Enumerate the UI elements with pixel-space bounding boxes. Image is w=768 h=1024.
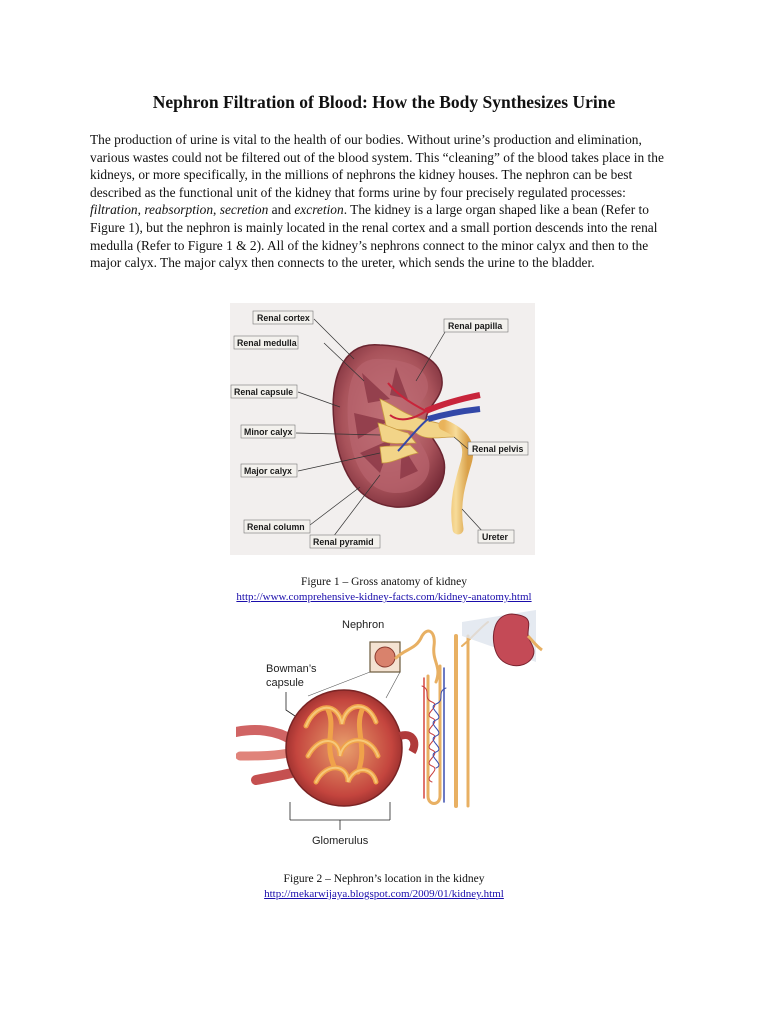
svg-text:Renal papilla: Renal papilla: [448, 321, 502, 331]
paragraph-text-part2: . The kidney is a large organ shaped lik…: [90, 202, 658, 271]
svg-text:Renal cortex: Renal cortex: [257, 313, 310, 323]
intro-paragraph: The production of urine is vital to the …: [90, 131, 680, 272]
svg-text:Renal pyramid: Renal pyramid: [313, 537, 374, 547]
svg-text:Renal capsule: Renal capsule: [234, 387, 293, 397]
kidney-anatomy-figure: Renal cortex Renal medulla Renal capsule…: [230, 303, 535, 555]
label-bowmans-capsule-line1: Bowman’s: [266, 663, 317, 675]
separator: ,: [137, 202, 145, 218]
svg-text:Renal pelvis: Renal pelvis: [472, 444, 523, 454]
label-renal-papilla: Renal papilla: [443, 318, 509, 333]
nephron-tubules: [394, 621, 489, 808]
figure1-source-link[interactable]: http://www.comprehensive-kidney-facts.co…: [236, 591, 532, 603]
svg-text:Renal column: Renal column: [247, 522, 305, 532]
figure1-link-line: http://www.comprehensive-kidney-facts.co…: [0, 591, 768, 603]
ureter-tube: [438, 419, 474, 535]
svg-text:Major calyx: Major calyx: [244, 466, 292, 476]
figure2-source-link[interactable]: http://mekarwijaya.blogspot.com/2009/01/…: [264, 888, 504, 900]
document-title: Nephron Filtration of Blood: How the Bod…: [152, 92, 616, 112]
term-secretion: secretion: [219, 202, 269, 218]
label-renal-medulla: Renal medulla: [233, 335, 299, 350]
figure2-link-line: http://mekarwijaya.blogspot.com/2009/01/…: [0, 888, 768, 900]
paragraph-text-part1: The production of urine is vital to the …: [90, 132, 664, 200]
label-major-calyx: Major calyx: [240, 463, 298, 478]
term-excretion: excretion: [294, 202, 344, 218]
svg-text:Minor calyx: Minor calyx: [244, 427, 293, 437]
svg-text:Ureter: Ureter: [482, 532, 508, 542]
renal-artery: [424, 392, 481, 414]
renal-vein: [427, 406, 481, 422]
label-ureter: Ureter: [477, 529, 515, 544]
figure2-caption: Figure 2 – Nephron’s location in the kid…: [283, 873, 485, 885]
nephron-figure: Nephron Bowman’s capsule Glomerulus: [236, 610, 543, 847]
label-renal-column: Renal column: [243, 519, 311, 534]
separator: ,: [213, 202, 220, 218]
small-kidney-icon: [492, 613, 535, 667]
label-renal-cortex: Renal cortex: [252, 310, 314, 325]
figure1-caption: Figure 1 – Gross anatomy of kidney: [300, 576, 468, 588]
label-minor-calyx: Minor calyx: [240, 424, 296, 439]
label-renal-pyramid: Renal pyramid: [309, 534, 381, 549]
label-bowmans-capsule-line2: capsule: [266, 677, 304, 689]
label-glomerulus: Glomerulus: [312, 835, 369, 847]
label-renal-pelvis: Renal pelvis: [467, 441, 529, 456]
conjunction: and: [268, 202, 295, 218]
svg-text:Renal medulla: Renal medulla: [237, 338, 297, 348]
term-filtration: filtration: [90, 202, 138, 218]
label-renal-capsule: Renal capsule: [230, 384, 298, 399]
term-reabsorption: reabsorption: [144, 202, 214, 218]
label-nephron: Nephron: [342, 619, 384, 631]
